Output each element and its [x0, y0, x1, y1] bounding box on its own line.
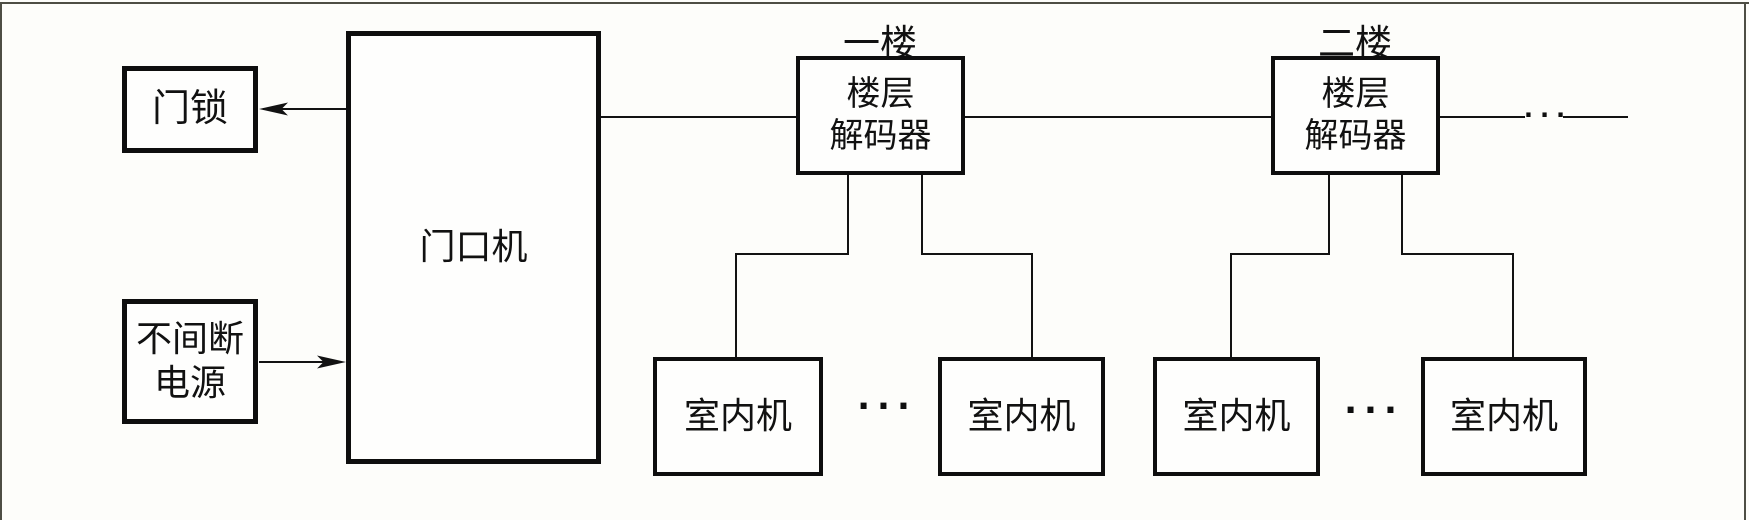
indoor-unit4-box: 室内机 [1421, 357, 1587, 476]
arrowhead-left-icon [259, 102, 288, 116]
arrowhead-right-icon [317, 355, 346, 369]
floor-decoder2-label-line1: 楼层 [1321, 76, 1390, 114]
wire-decoder2-to-indoor4 [1401, 174, 1514, 358]
ups-box: 不间断 电源 [122, 299, 258, 424]
indoor-unit4-label: 室内机 [1449, 395, 1558, 436]
ups-label-line1: 不间断 [135, 318, 244, 359]
door-station-box: 门口机 [346, 31, 601, 464]
wire-decoder2-to-indoor3 [1230, 174, 1330, 358]
floor-decoder1-label-line2: 解码器 [829, 117, 932, 155]
wire-decoder1-to-indoor1 [735, 174, 849, 358]
floor-decoder1-box: 楼层 解码器 [796, 56, 965, 175]
floor-decoder2-box: 楼层 解码器 [1271, 56, 1440, 175]
frame-left-border [0, 2, 2, 520]
bus-ellipsis: ··· [1523, 100, 1573, 129]
door-station-label: 门口机 [419, 226, 528, 267]
frame-right-border [1744, 2, 1746, 520]
indoor-unit3-box: 室内机 [1153, 357, 1320, 476]
frame-top-border [0, 2, 1749, 4]
door-lock-label: 门锁 [151, 88, 228, 131]
indoor-unit1-box: 室内机 [653, 357, 823, 476]
ups-label-line2: 电源 [153, 362, 226, 403]
floor-decoder1-label-line1: 楼层 [846, 76, 915, 114]
floor-decoder2-label-line2: 解码器 [1304, 117, 1407, 155]
floor1-indoor-ellipsis: ··· [857, 386, 917, 427]
door-lock-box: 门锁 [122, 66, 258, 153]
indoor-unit3-label: 室内机 [1182, 395, 1291, 436]
wire-decoder1-to-indoor2 [921, 174, 1033, 358]
floor2-indoor-ellipsis: ··· [1344, 390, 1404, 431]
indoor-unit2-label: 室内机 [967, 395, 1076, 436]
indoor-unit1-label: 室内机 [683, 395, 792, 436]
indoor-unit2-box: 室内机 [938, 357, 1105, 476]
